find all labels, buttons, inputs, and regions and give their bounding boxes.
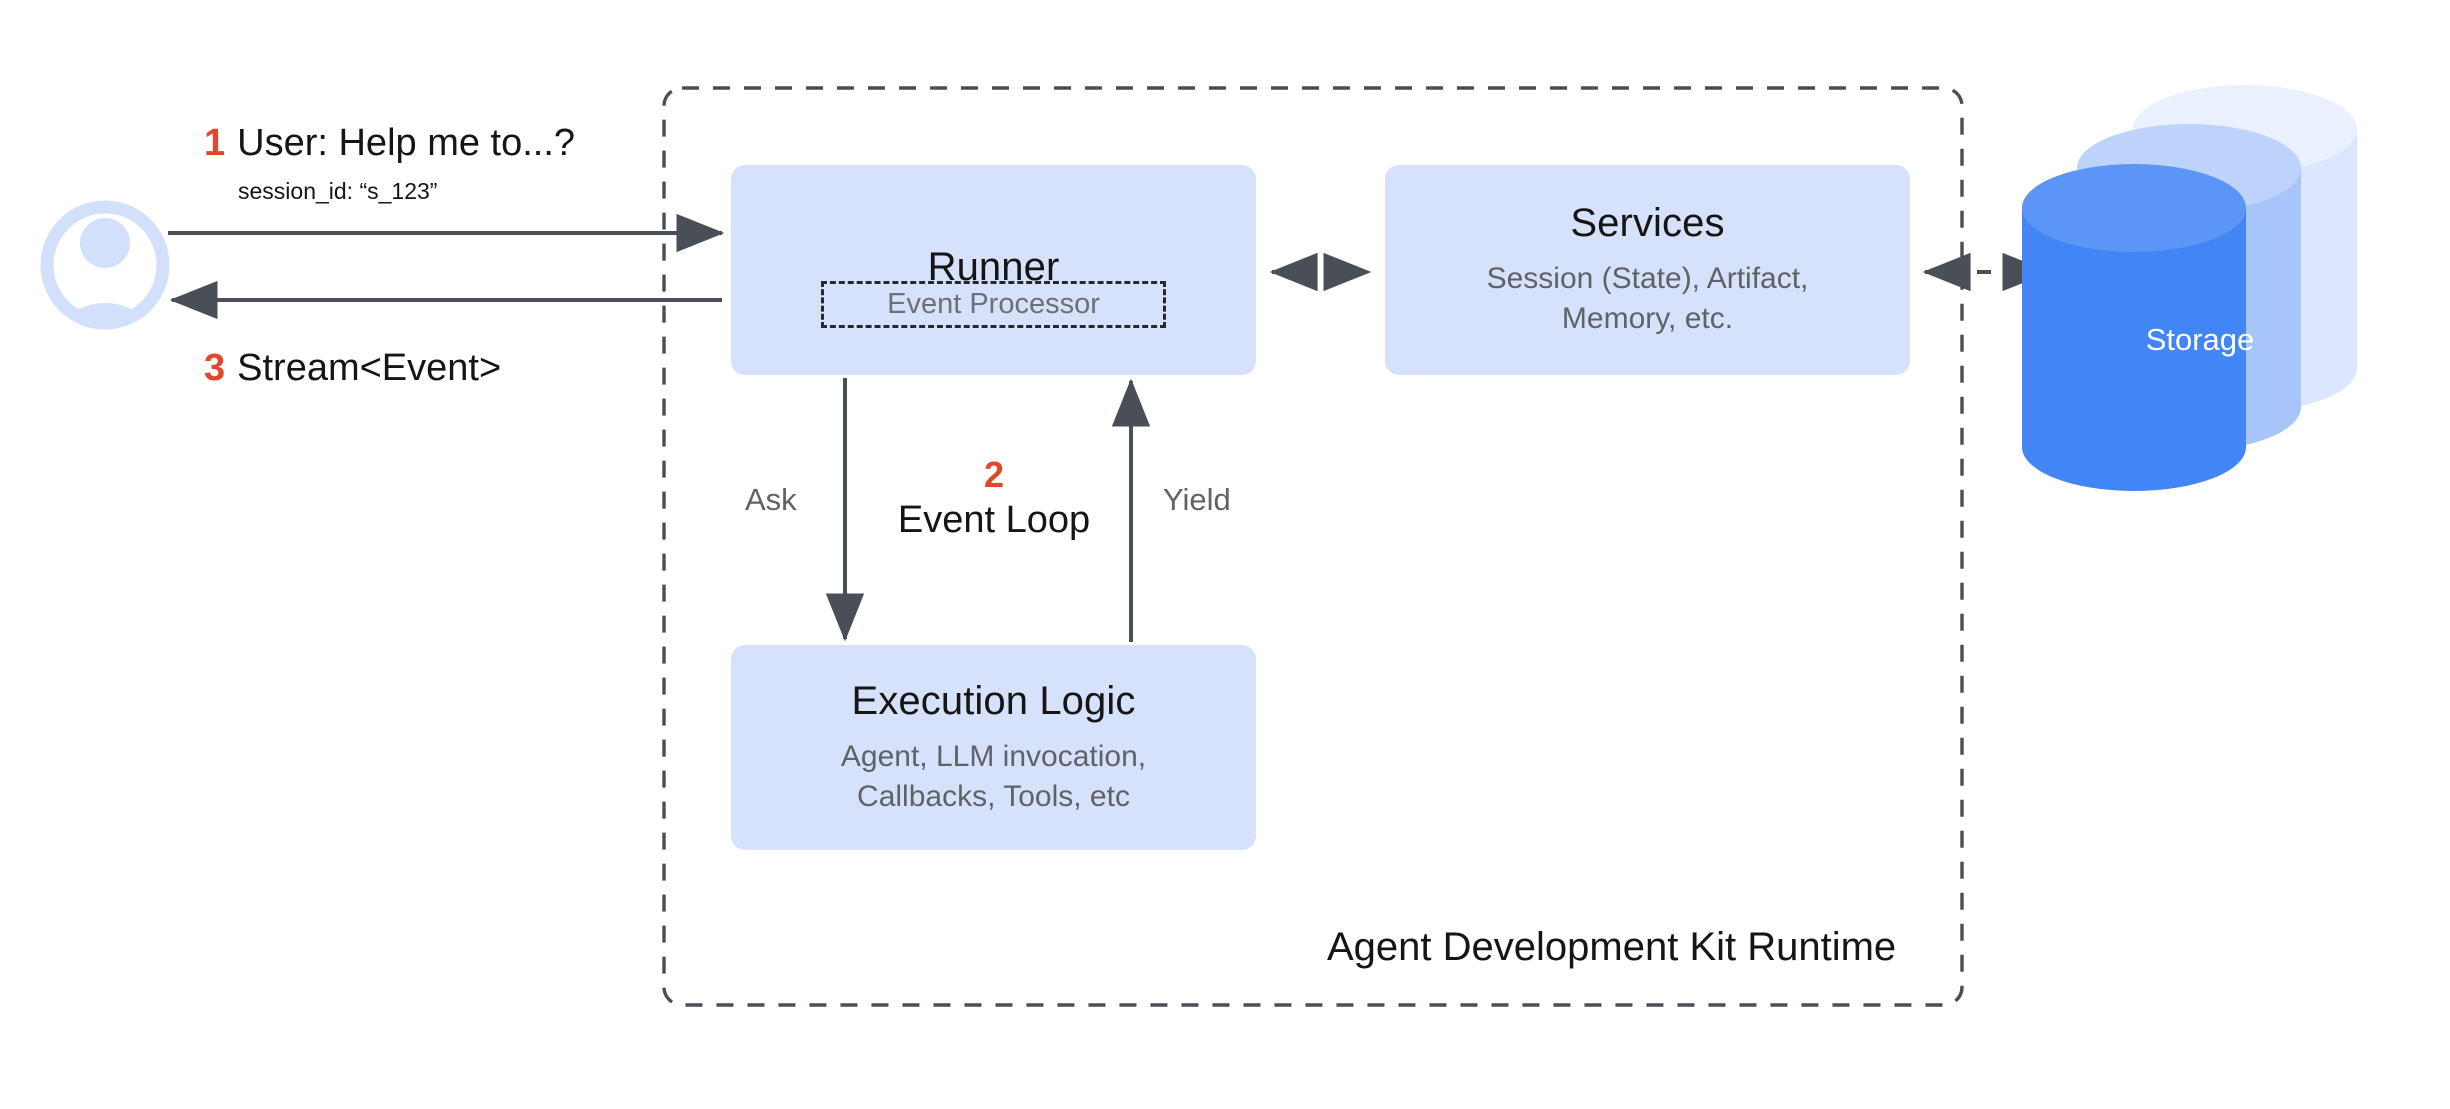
- user-response-label: 3 Stream<Event>: [204, 347, 501, 390]
- execution-logic-subtitle: Agent, LLM invocation, Callbacks, Tools,…: [840, 739, 1147, 813]
- session-id-label: session_id: “s_123”: [238, 178, 438, 204]
- execution-logic-node[interactable]: Execution Logic Agent, LLM invocation, C…: [731, 645, 1256, 850]
- ask-label: Ask: [745, 482, 797, 517]
- runtime-boundary: [662, 86, 1964, 1007]
- step-number-1: 1: [204, 122, 226, 164]
- runtime-container-label: Agent Development Kit Runtime: [1327, 925, 1897, 969]
- runner-node[interactable]: Runner: [731, 165, 1256, 375]
- user-avatar-icon: [40, 200, 170, 330]
- services-node[interactable]: Services Session (State), Artifact, Memo…: [1385, 165, 1910, 375]
- services-subtitle: Session (State), Artifact, Memory, etc.: [1486, 262, 1809, 335]
- event-loop-text: Event Loop: [897, 498, 1091, 541]
- event-processor-node[interactable]: Event Processor: [821, 281, 1166, 328]
- event-loop-label: 2 Event Loop: [884, 455, 1104, 544]
- execution-logic-title: Execution Logic: [851, 678, 1136, 723]
- storage-cylinder-front: [2022, 164, 2246, 491]
- user-request-label: 1 User: Help me to...?: [204, 122, 575, 165]
- step-number-3: 3: [204, 347, 226, 389]
- user-request-text: User: Help me to...?: [237, 122, 576, 164]
- stream-event-text: Stream<Event>: [237, 347, 502, 389]
- yield-label: Yield: [1163, 482, 1231, 517]
- event-processor-label: Event Processor: [887, 288, 1100, 320]
- services-title: Services: [1570, 201, 1725, 246]
- step-number-2: 2: [983, 454, 1005, 495]
- storage-cylinder-icon: [2022, 85, 2357, 491]
